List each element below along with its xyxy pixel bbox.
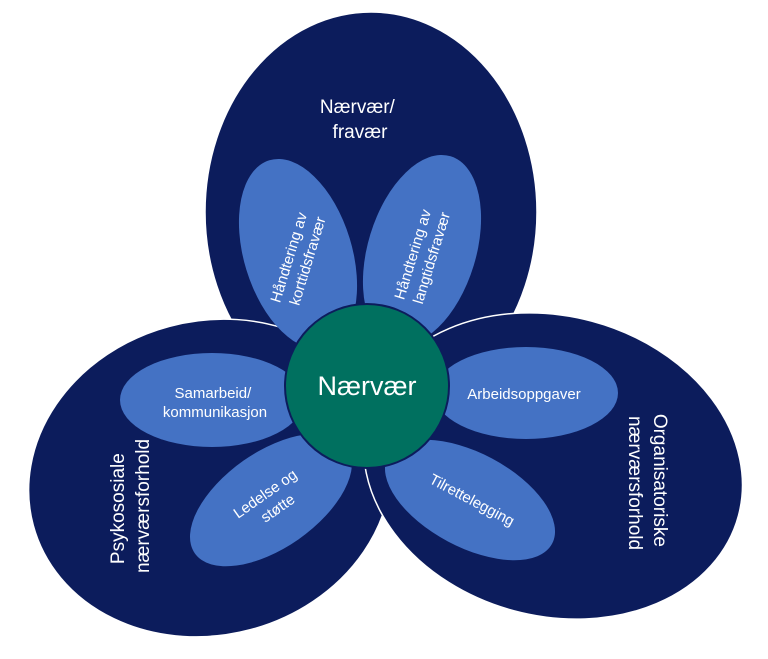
petal-ledelse	[189, 433, 353, 567]
group-label-left-line-1: Psykososiale	[108, 453, 129, 564]
center-label: Nærvær	[318, 371, 417, 401]
group-label-left: Psykososiale nærværsforhold	[108, 439, 154, 573]
petal-label-samarbeid-line-2: kommunikasjon	[163, 404, 267, 421]
petal-label-samarbeid-line-1: Samarbeid/	[175, 385, 253, 402]
petal-label-arbeid-line-1: Arbeidsoppgaver	[467, 386, 580, 403]
group-label-top-line-1: Nærvær/	[320, 97, 396, 118]
group-label-left-line-2: nærværsforhold	[133, 439, 154, 573]
group-label-right: Organisatoriske nærværsforhold	[624, 414, 670, 552]
petal-label-arbeid: Arbeidsoppgaver	[467, 386, 580, 403]
group-label-top: Nærvær/ fravær	[320, 97, 400, 143]
petal-arbeid	[434, 347, 618, 439]
petal-label-samarbeid: Samarbeid/ kommunikasjon	[163, 385, 267, 421]
petal-korttid	[238, 158, 358, 350]
petal-langtid	[362, 154, 482, 346]
center-circle	[284, 303, 450, 469]
group-label-right-line-2: nærværsforhold	[624, 416, 645, 550]
petal-samarbeid	[120, 353, 304, 447]
petal-tilrette	[384, 439, 556, 561]
group-label-top-line-2: fravær	[333, 122, 389, 143]
group-label-right-line-1: Organisatoriske	[649, 414, 670, 547]
